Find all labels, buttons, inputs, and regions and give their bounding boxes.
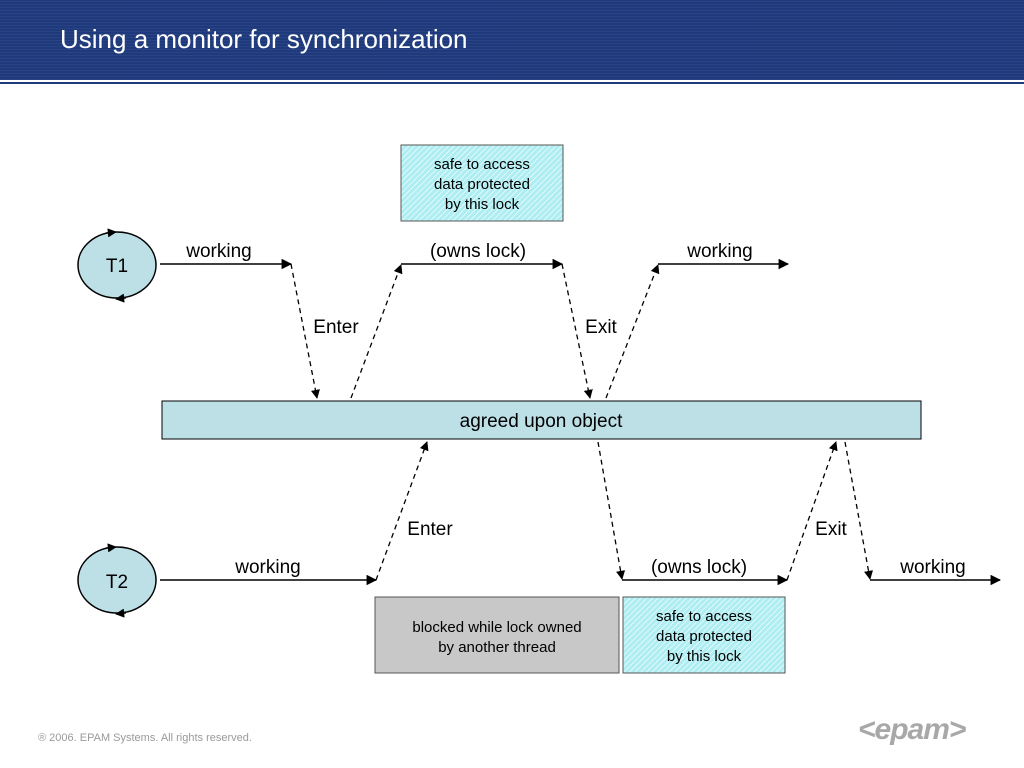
safe-box-bottom-line-1: safe to access <box>656 608 752 625</box>
safe-box-top-line-3: by this lock <box>445 196 520 213</box>
blocked-box-line-1: blocked while lock owned <box>412 619 581 636</box>
agreed-object-bar: agreed upon object <box>161 400 922 440</box>
t2-enter-label: Enter <box>407 519 453 540</box>
thread-t1-label: T1 <box>106 256 128 277</box>
t1-enter-label: Enter <box>313 317 359 338</box>
safe-box-bottom-line-2: data protected <box>656 628 752 645</box>
t2-exit-label: Exit <box>815 519 847 540</box>
t2-owns-lock-label: (owns lock) <box>651 557 747 578</box>
slide-header: Using a monitor for synchronization <box>0 0 1024 80</box>
t1-exit-label: Exit <box>585 317 617 338</box>
safe-box-top-line-2: data protected <box>434 176 530 193</box>
blocked-box: blocked while lock owned by another thre… <box>374 596 620 674</box>
t2-working-2-label: working <box>899 557 965 578</box>
safe-box-top-line-1: safe to access <box>434 156 530 173</box>
footer-copyright: ® 2006. EPAM Systems. All rights reserve… <box>38 732 252 744</box>
t1-working-1-label: working <box>185 241 251 262</box>
safe-box-bottom-line-3: by this lock <box>667 648 742 665</box>
epam-logo: <epam> <box>858 713 966 746</box>
header-rule <box>0 82 1024 84</box>
thread-t2-label: T2 <box>106 572 128 593</box>
safe-box-bottom: safe to access data protected by this lo… <box>622 596 786 674</box>
t1-working-2-label: working <box>686 241 752 262</box>
thread-t2: T2 <box>77 543 157 618</box>
slide-title: Using a monitor for synchronization <box>60 24 468 54</box>
safe-box-top: safe to access data protected by this lo… <box>400 144 564 222</box>
agreed-object-label: agreed upon object <box>460 411 623 432</box>
t2-timeline <box>160 441 1002 586</box>
t1-owns-lock-label: (owns lock) <box>430 241 526 262</box>
blocked-box-line-2: by another thread <box>438 639 556 656</box>
thread-t1: T1 <box>77 228 157 303</box>
t2-working-1-label: working <box>234 557 300 578</box>
t1-timeline <box>160 258 790 399</box>
